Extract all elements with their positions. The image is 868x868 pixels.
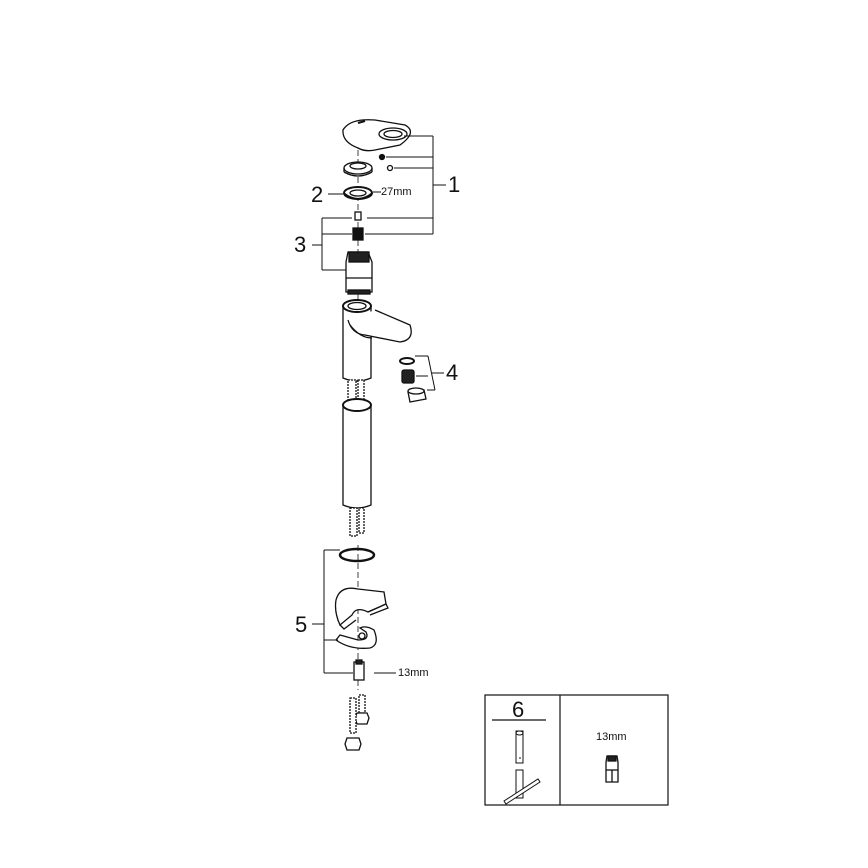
horseshoe-washer	[334, 587, 387, 627]
callout-1-lines	[365, 135, 446, 235]
callout-2: 2	[311, 182, 324, 207]
callout-3: 3	[294, 232, 307, 257]
lever-handle	[342, 119, 412, 152]
socket-dimension-13mm: 13mm	[596, 731, 627, 743]
metal-plate	[335, 626, 377, 649]
cover-ring	[343, 161, 373, 175]
dimension-13mm: 13mm	[398, 667, 429, 679]
socket-13mm	[605, 755, 619, 783]
cartridge-nut	[343, 186, 373, 200]
callout-3-lines	[312, 217, 352, 271]
o-ring	[338, 547, 376, 563]
adapter	[352, 227, 364, 241]
aerator-insert	[401, 369, 415, 384]
cartridge	[345, 251, 373, 295]
callout-4: 4	[446, 360, 459, 385]
wrench	[503, 730, 541, 805]
dimension-27mm: 27mm	[381, 186, 412, 198]
callout-6: 6	[512, 697, 525, 722]
callout-2-lines	[328, 191, 381, 195]
screw	[378, 153, 386, 161]
small-screw	[354, 211, 362, 221]
callout-1: 1	[448, 172, 461, 197]
faucet-body	[342, 299, 412, 382]
aerator-washer	[399, 357, 415, 365]
callout-4-lines	[415, 355, 444, 391]
mounting-nut	[353, 661, 365, 681]
extension-tube	[342, 398, 372, 509]
hoses-lower	[349, 507, 365, 537]
callout-5-lines	[312, 549, 396, 674]
stud-bolts	[344, 694, 370, 751]
callout-5: 5	[295, 612, 308, 637]
cap	[386, 164, 394, 172]
